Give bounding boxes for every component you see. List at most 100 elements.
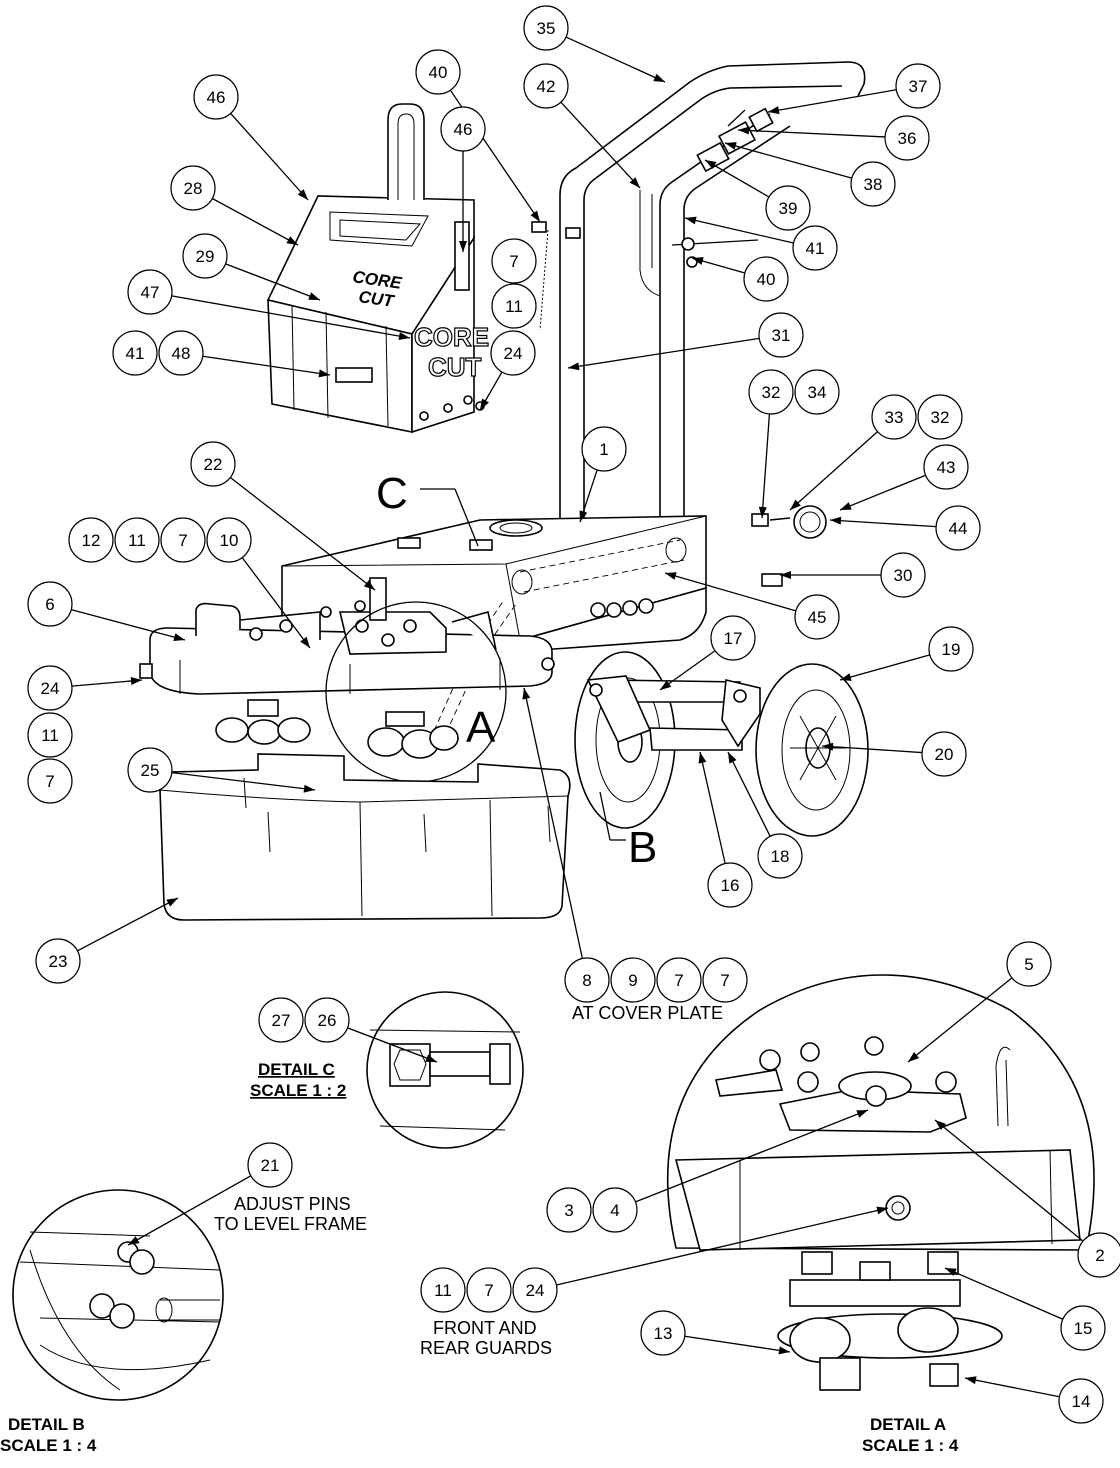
leader-arrow-b21 bbox=[128, 1236, 140, 1245]
leader-arrow-b31 bbox=[568, 362, 580, 371]
balloon-circle bbox=[112, 330, 158, 376]
detail-b-scale: SCALE 1 : 4 bbox=[0, 1436, 97, 1455]
detail-a-view bbox=[666, 974, 1095, 1391]
balloon-b19: 19 bbox=[928, 626, 974, 672]
balloon-number: 16 bbox=[721, 876, 740, 895]
leader-line-b24b bbox=[71, 679, 143, 687]
balloon-b29: 29 bbox=[182, 233, 228, 279]
leader-arrow-b17 bbox=[660, 680, 672, 690]
balloon-number: 9 bbox=[628, 971, 637, 990]
leader-arrow-b25 bbox=[303, 784, 315, 793]
balloon-number: 4 bbox=[610, 1201, 619, 1220]
balloon-number: 34 bbox=[808, 383, 827, 402]
leader-line-b24c bbox=[556, 1207, 889, 1286]
leader-line-b8 bbox=[523, 687, 583, 959]
leader-arrow-b43 bbox=[840, 502, 852, 510]
leader-arrow-b26 bbox=[425, 1054, 437, 1062]
balloon-number: 42 bbox=[537, 77, 556, 96]
balloon-b12: 12 bbox=[68, 517, 114, 563]
leader-arrow-b44 bbox=[830, 516, 842, 525]
balloon-circle bbox=[193, 74, 239, 120]
balloon-b2: 2 bbox=[1077, 1232, 1120, 1278]
leader-line-b23 bbox=[77, 897, 179, 952]
balloon-number: 43 bbox=[937, 458, 956, 477]
leader-line-b17 bbox=[659, 650, 716, 691]
note-front-rear-line1: FRONT AND bbox=[433, 1318, 537, 1338]
leader-arrow-b24b bbox=[130, 676, 142, 685]
balloon-b14: 14 bbox=[1058, 1378, 1104, 1424]
leader-arrow-b33 bbox=[790, 499, 801, 510]
balloon-circle bbox=[880, 552, 926, 598]
leader-arrow-b13 bbox=[778, 1346, 790, 1355]
balloon-b11a: 11 bbox=[491, 283, 537, 329]
balloon-b34: 34 bbox=[794, 369, 840, 415]
balloon-circle bbox=[935, 505, 981, 551]
balloon-b37: 37 bbox=[895, 63, 941, 109]
detail-c-scale: SCALE 1 : 2 bbox=[250, 1081, 346, 1100]
leader-line-b6 bbox=[71, 609, 186, 641]
balloon-number: 6 bbox=[45, 595, 54, 614]
balloon-number: 1 bbox=[599, 440, 608, 459]
leader-line-b19 bbox=[839, 654, 930, 681]
leader-arrow-b15 bbox=[945, 1268, 957, 1277]
balloon-circle bbox=[710, 615, 756, 661]
balloon-circle bbox=[491, 283, 537, 329]
main-frame bbox=[281, 515, 707, 743]
leader-lines bbox=[71, 36, 1084, 1398]
balloon-number: 27 bbox=[272, 1011, 291, 1030]
balloon-circle bbox=[206, 517, 252, 563]
balloon-b7d: 7 bbox=[656, 957, 702, 1003]
balloon-b20: 20 bbox=[921, 731, 967, 777]
balloon-b44: 44 bbox=[935, 505, 981, 551]
balloon-b32a: 32 bbox=[748, 369, 794, 415]
leader-arrow-b18 bbox=[728, 752, 737, 764]
logo-top-cut: CUT bbox=[357, 287, 396, 311]
balloon-circle bbox=[765, 185, 811, 231]
balloon-b24c: 24 bbox=[512, 1267, 558, 1313]
balloon-number: 35 bbox=[537, 19, 556, 38]
balloon-circle bbox=[1006, 941, 1052, 987]
balloon-b5: 5 bbox=[1006, 941, 1052, 987]
leader-line-b31 bbox=[567, 337, 760, 369]
balloon-circle bbox=[512, 1267, 558, 1313]
water-valve bbox=[671, 107, 774, 268]
leader-arrow-b2 bbox=[935, 1120, 947, 1131]
balloon-number: 7 bbox=[720, 971, 729, 990]
balloon-b7a: 7 bbox=[491, 238, 537, 284]
balloon-circle bbox=[27, 758, 73, 804]
leader-line-b48 bbox=[202, 355, 331, 376]
leader-line-b10 bbox=[241, 557, 311, 649]
note-adjust-pins-line2: TO LEVEL FRAME bbox=[214, 1214, 367, 1234]
balloon-circle bbox=[304, 997, 350, 1043]
balloon-circle bbox=[440, 106, 486, 152]
leader-line-b39 bbox=[704, 159, 770, 198]
leader-line-b44 bbox=[829, 519, 937, 528]
leader-arrow-b29 bbox=[308, 292, 320, 300]
detail-a-scale: SCALE 1 : 4 bbox=[862, 1436, 959, 1455]
balloon-circle bbox=[523, 63, 569, 109]
leader-arrow-b5 bbox=[908, 1051, 920, 1062]
balloon-b47: 47 bbox=[127, 269, 173, 315]
balloon-number: 32 bbox=[931, 408, 950, 427]
balloon-number: 22 bbox=[204, 455, 223, 474]
balloon-b38: 38 bbox=[850, 161, 896, 207]
balloon-circle bbox=[491, 238, 537, 284]
detail-b-title: DETAIL B bbox=[8, 1415, 85, 1434]
balloon-number: 44 bbox=[949, 519, 968, 538]
balloon-circle bbox=[564, 957, 610, 1003]
balloon-circle bbox=[923, 444, 969, 490]
leader-arrow-b39 bbox=[705, 160, 717, 169]
balloon-b42: 42 bbox=[523, 63, 569, 109]
balloon-circle bbox=[182, 233, 228, 279]
balloon-circle bbox=[258, 997, 304, 1043]
balloon-circle bbox=[27, 665, 73, 711]
balloon-circle bbox=[127, 747, 173, 793]
balloon-circle bbox=[581, 426, 627, 472]
leader-line-b35a bbox=[565, 36, 666, 83]
balloon-b48: 48 bbox=[158, 330, 204, 376]
balloon-number: 41 bbox=[126, 344, 145, 363]
balloon-number: 38 bbox=[864, 175, 883, 194]
balloon-number: 5 bbox=[1024, 955, 1033, 974]
leader-arrow-b6 bbox=[173, 633, 185, 642]
leader-line-b29 bbox=[225, 263, 321, 301]
